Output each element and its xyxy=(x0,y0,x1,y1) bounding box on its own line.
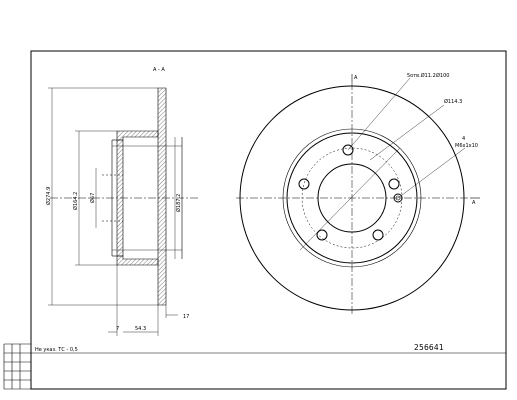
hat-outer-edge xyxy=(286,132,418,264)
hat-top-wall xyxy=(116,130,159,141)
bolt-hole xyxy=(316,229,328,241)
disc-thickness-dim: 7 xyxy=(116,326,119,332)
hole-spec-line1: Ø114.3 xyxy=(444,98,462,105)
hole-spec-line3: М6х1х10 xyxy=(455,143,478,149)
drawing-frame xyxy=(30,50,507,390)
friction-ring-section xyxy=(157,87,167,306)
left-margin-strips xyxy=(3,343,31,390)
pcd-label: Ø100 xyxy=(436,72,449,79)
bolt-hole xyxy=(388,178,400,190)
overall-height-dim: 54.3 xyxy=(135,326,146,332)
front-view: А А 5отв.Ø11.2 Ø100 Ø114.3 4 М6х1х10 xyxy=(236,72,480,314)
bolt-holes xyxy=(298,144,400,241)
bolt-hole xyxy=(342,144,354,156)
inner-ring-diameter-dim: Ø187.2 xyxy=(175,194,182,212)
bolt-hole xyxy=(298,178,310,190)
threaded-hole-inner xyxy=(395,195,401,201)
hat-bottom-wall xyxy=(116,255,159,266)
min-thickness-dim: 17 xyxy=(183,314,189,320)
section-mark-top: А xyxy=(354,75,358,81)
section-label: А - А xyxy=(153,67,165,73)
threaded-hole xyxy=(393,193,403,203)
hole-spec-line2: 4 xyxy=(462,136,465,142)
section-mark-right: А xyxy=(472,200,476,206)
outer-diameter-dim: Ø274.9 xyxy=(45,187,52,205)
part-code: 256641 xyxy=(414,343,444,352)
side-section-view: А - А Ø274.9 Ø164.2 xyxy=(45,67,200,336)
hat-outer-diameter-dim: Ø164.2 xyxy=(72,192,79,210)
bolt-circle-label: 5отв.Ø11.2 xyxy=(407,72,436,79)
center-bore-dim: Ø67 xyxy=(89,193,96,203)
bolt-hole xyxy=(372,229,384,241)
tolerance-note: Не указ. ТС - 0,5 xyxy=(35,347,78,353)
